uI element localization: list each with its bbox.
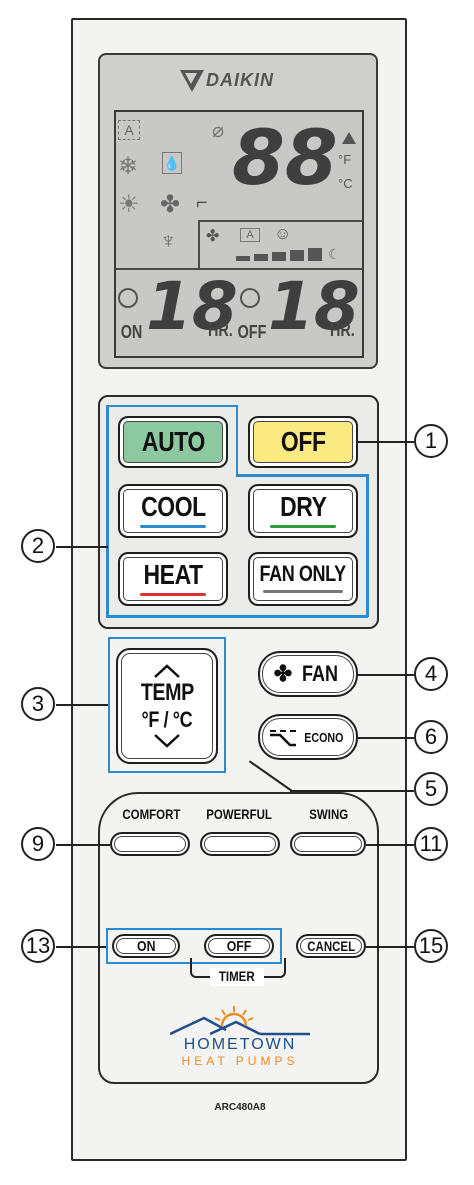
- timer-on-label: ON: [120, 322, 143, 342]
- cancel-button[interactable]: CANCEL: [296, 934, 366, 958]
- lcd-screen: [114, 110, 364, 358]
- temp-up-icon[interactable]: [151, 663, 183, 679]
- econo-button[interactable]: ECONO: [258, 714, 358, 760]
- callout-3: 3: [21, 687, 55, 721]
- off-timer-digits: 18: [268, 268, 360, 345]
- mode-group-outline-left: [106, 405, 109, 617]
- thermometer-icon: ⌀: [212, 120, 225, 142]
- lcd-main-digits: 88: [232, 113, 338, 202]
- bar-5: [308, 248, 322, 261]
- callout-2: 2: [21, 529, 55, 563]
- lower-panel: [98, 792, 379, 1084]
- logo-line2: HEAT PUMPS: [181, 1054, 299, 1068]
- callout-line-4: [358, 674, 414, 676]
- lcd-divider-h: [116, 268, 362, 270]
- callout-4: 4: [414, 657, 448, 691]
- temp-down-icon[interactable]: [151, 733, 183, 749]
- powerful-button[interactable]: [200, 832, 280, 856]
- callout-line-3: [56, 704, 108, 706]
- lcd-divider-v: [198, 220, 200, 268]
- clock-off-icon: [240, 288, 260, 308]
- timer-off-button[interactable]: OFF: [204, 934, 274, 958]
- callout-line-1: [358, 441, 414, 443]
- dry-underline: [270, 524, 336, 528]
- auto-button[interactable]: AUTO: [118, 416, 228, 468]
- heat-underline: [140, 592, 206, 596]
- swing-button[interactable]: [290, 832, 366, 856]
- dry-button[interactable]: DRY: [248, 484, 358, 538]
- callout-9: 9: [21, 827, 55, 861]
- off-button[interactable]: OFF: [248, 416, 358, 468]
- comfort-label: COMFORT: [121, 806, 181, 822]
- logo-line1: HOMETOWN: [183, 1036, 297, 1053]
- callout-15: 15: [414, 929, 448, 963]
- callout-line-5: [290, 790, 414, 792]
- fan-auto-icon: A: [240, 228, 260, 242]
- timer-on-button[interactable]: ON: [112, 934, 180, 958]
- callout-line-15: [366, 946, 414, 948]
- sun-icon: ☀: [118, 191, 140, 218]
- fan-icon: ✤: [273, 661, 293, 686]
- unit-c: °C: [338, 176, 353, 191]
- callout-13: 13: [21, 929, 55, 963]
- fan-button[interactable]: ✤ FAN: [258, 651, 358, 697]
- fan-only-button[interactable]: FAN ONLY: [248, 552, 358, 606]
- cool-underline: [140, 524, 206, 528]
- brand-name: DAIKIN: [206, 70, 274, 90]
- callout-11: 11: [414, 827, 448, 861]
- fan-lcd-icon: ✤: [160, 191, 181, 218]
- bar-2: [254, 254, 268, 261]
- fan-speed-icon: ✤: [206, 228, 220, 245]
- comfort-button[interactable]: [110, 832, 190, 856]
- callout-1: 1: [414, 424, 448, 458]
- up-arrow-indicator-icon: [342, 132, 356, 144]
- hr-label-2: HR.: [330, 320, 355, 340]
- econo-lcd-icon: ⌐: [196, 192, 208, 214]
- econo-icon: [270, 730, 297, 747]
- mode-group-outline-step: [236, 474, 368, 477]
- timer-label: TIMER: [210, 968, 264, 986]
- powerful-label: POWERFUL: [206, 806, 272, 822]
- comfort-lcd-icon: ♆: [160, 228, 177, 253]
- on-timer-digits: 18: [146, 268, 238, 345]
- mode-group-outline-mid: [236, 405, 238, 475]
- bar-3: [272, 252, 286, 261]
- unit-f: °F: [338, 152, 352, 167]
- callout-6: 6: [414, 720, 448, 754]
- clock-on-icon: [118, 288, 138, 308]
- snowflake-icon: ❄: [118, 153, 139, 180]
- temp-group-outline: [108, 637, 226, 773]
- timer-off-label: OFF: [237, 322, 267, 342]
- hometown-logo-icon: [170, 1006, 310, 1036]
- heat-button[interactable]: HEAT: [118, 552, 228, 606]
- callout-line-11: [366, 844, 414, 846]
- bar-1: [236, 256, 250, 261]
- night-icon: ☾: [328, 246, 341, 262]
- callout-line-6: [358, 737, 414, 739]
- callout-line-9: [56, 844, 110, 846]
- temp-button[interactable]: TEMP °F / °C: [116, 648, 218, 764]
- daikin-logo-icon: [180, 70, 204, 92]
- mode-group-outline-bottom: [106, 615, 368, 618]
- bar-4: [290, 250, 304, 261]
- auto-mode-icon: A: [118, 120, 140, 140]
- fan-only-underline: [263, 590, 343, 593]
- model-number: ARC480A8: [214, 1102, 266, 1113]
- hr-label-1: HR.: [208, 320, 233, 340]
- quiet-icon: ☺: [274, 224, 292, 243]
- lcd-divider: [198, 220, 362, 222]
- mode-group-outline-right: [366, 474, 369, 617]
- drop-icon: 💧: [162, 152, 182, 174]
- callout-5: 5: [414, 772, 448, 806]
- swing-label: SWING: [309, 806, 349, 822]
- callout-line-13: [56, 946, 106, 948]
- callout-line-2: [56, 546, 108, 548]
- cool-button[interactable]: COOL: [118, 484, 228, 538]
